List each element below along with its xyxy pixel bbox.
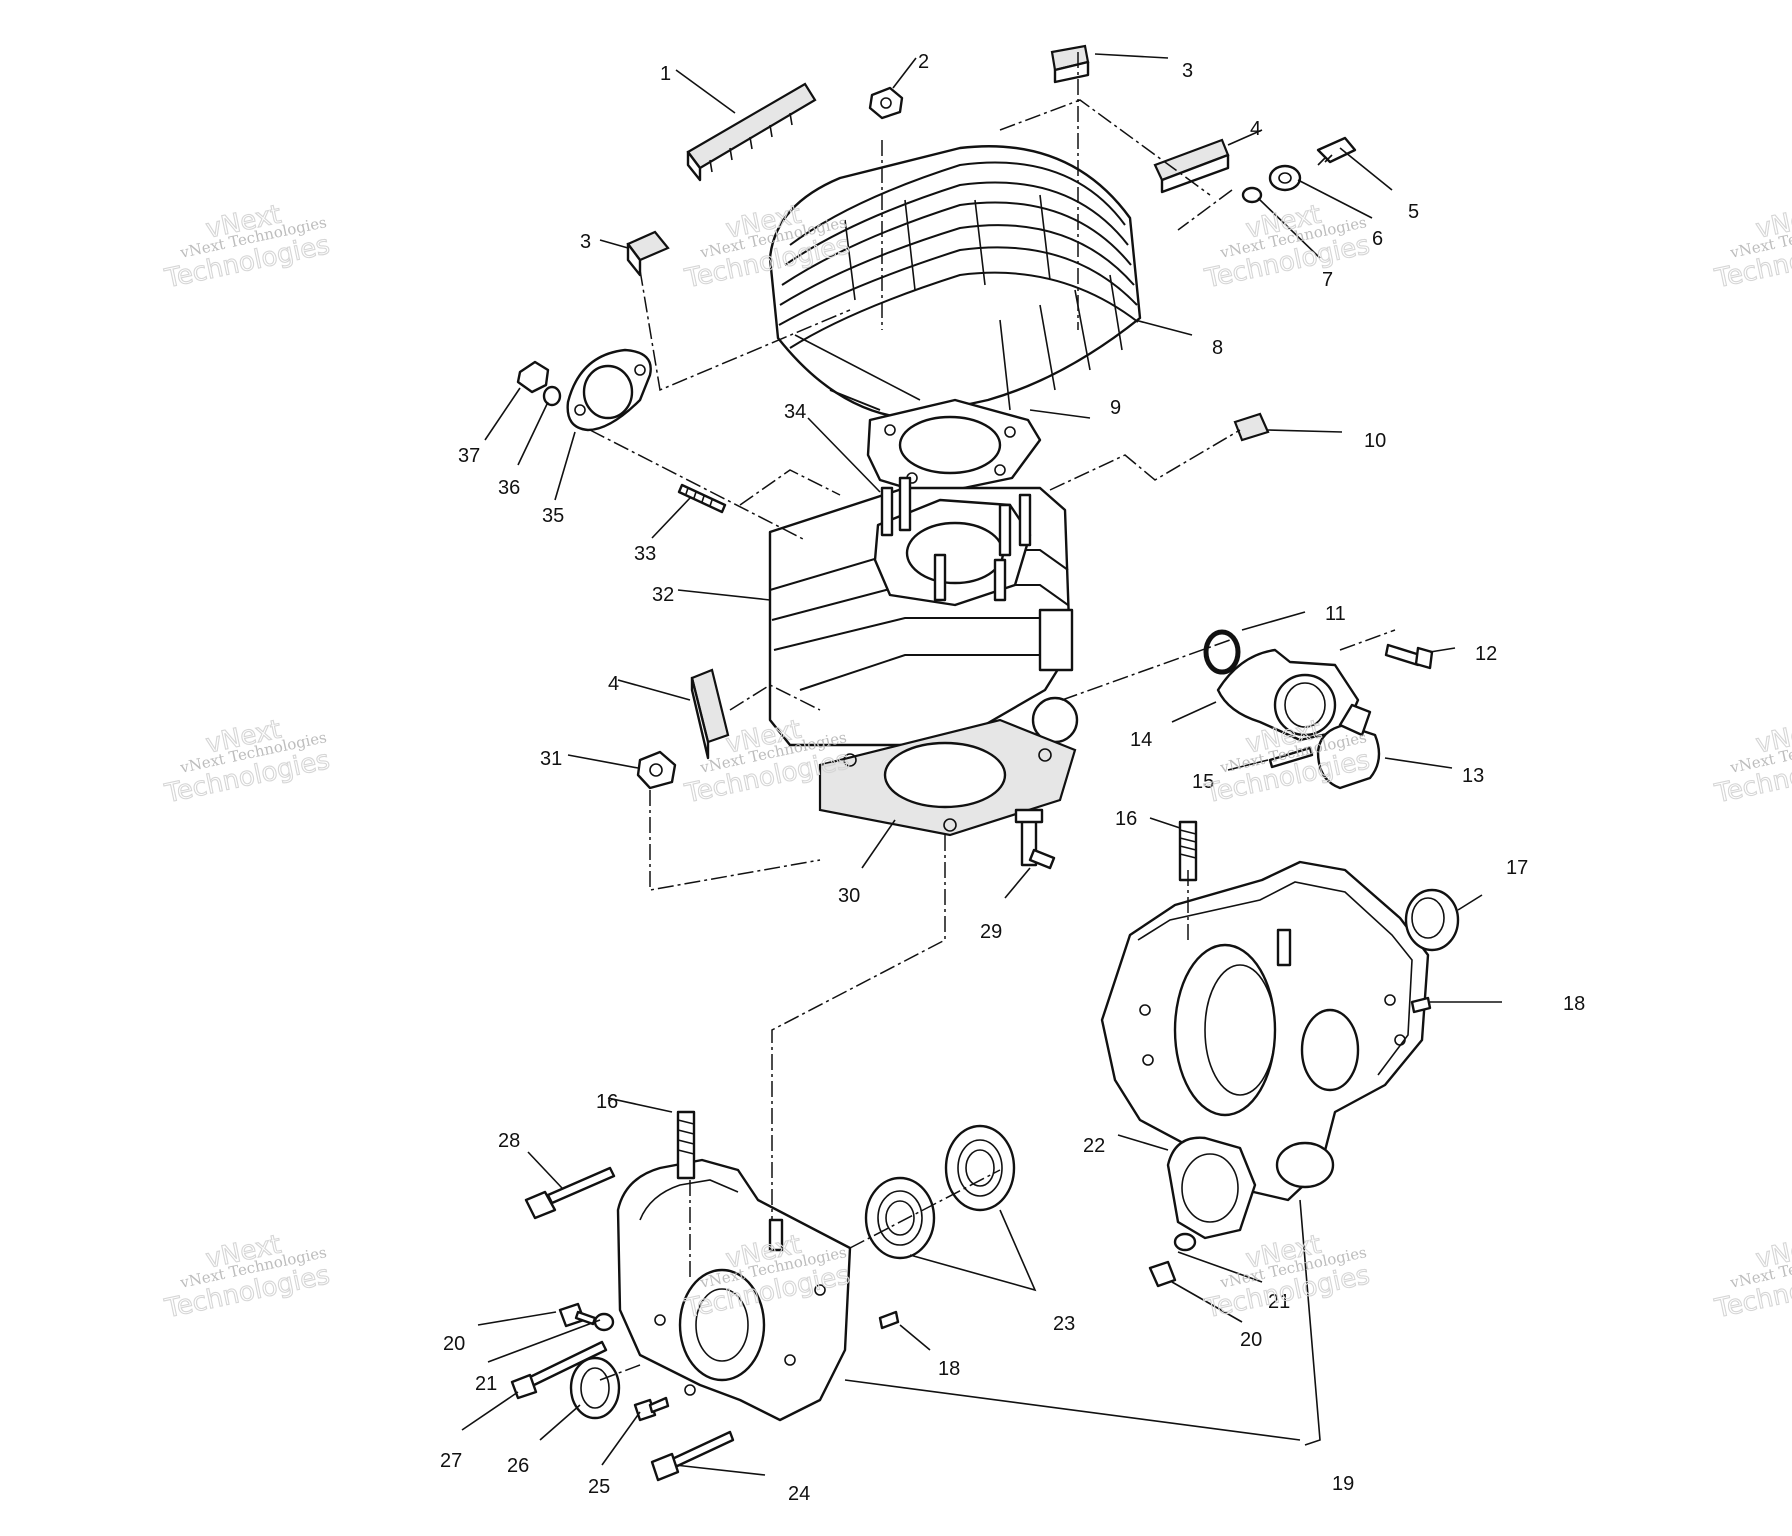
intake-screw xyxy=(1268,746,1314,769)
washer-21-right xyxy=(1173,1232,1197,1252)
callout-9: 9 xyxy=(1110,397,1121,419)
stud-16-left xyxy=(676,1110,696,1180)
cylinder xyxy=(768,476,1079,747)
callout-37: 37 xyxy=(458,445,480,467)
watermark-4: vNext vNext Technologies Technologies xyxy=(1711,199,1792,295)
bearing-23a xyxy=(864,1176,936,1260)
callout-4a: 4 xyxy=(1250,118,1261,140)
o-ring xyxy=(1203,629,1241,675)
callout-34: 34 xyxy=(784,401,806,423)
bearing-23b xyxy=(944,1124,1016,1212)
callout-20-left: 20 xyxy=(443,1333,465,1355)
rubber-block-3a xyxy=(1050,44,1090,84)
rubber-block-3b xyxy=(626,230,670,277)
center-lines xyxy=(589,52,1396,1381)
callout-8: 8 xyxy=(1212,337,1223,359)
crankcase-right xyxy=(1100,860,1430,1202)
dowel-pin-18-left xyxy=(878,1310,900,1330)
callout-36: 36 xyxy=(498,477,520,499)
washer-21-left xyxy=(593,1312,615,1332)
callout-16-right: 16 xyxy=(1115,808,1137,830)
watermark-1: vNext vNext Technologies Technologies xyxy=(161,199,333,295)
callout-11: 11 xyxy=(1325,603,1346,625)
exhaust-gasket xyxy=(566,348,652,432)
oil-seal-17 xyxy=(1404,888,1460,952)
callout-13: 13 xyxy=(1462,765,1484,787)
callout-1: 1 xyxy=(660,63,671,85)
watermark-3: vNext vNext Technologies Technologies xyxy=(1201,199,1373,295)
bolt-24 xyxy=(650,1430,735,1482)
callout-21-left: 21 xyxy=(475,1373,497,1395)
rubber-strip-4a xyxy=(1153,138,1230,194)
callout-4b: 4 xyxy=(608,673,619,695)
cylinder-base-nut xyxy=(636,750,677,790)
intake-manifold xyxy=(1216,648,1360,742)
callout-31: 31 xyxy=(540,748,562,770)
stud-16-right xyxy=(1178,820,1198,882)
watermark-12: vNext vNext Technologies Technologies xyxy=(1711,1229,1792,1325)
reed-cover xyxy=(1316,703,1381,790)
spark-plug-nut xyxy=(868,86,904,120)
exhaust-washer xyxy=(542,385,562,407)
callout-24: 24 xyxy=(788,1483,810,1505)
impulse-fitting xyxy=(1014,808,1056,870)
watermark-9: vNext vNext Technologies Technologies xyxy=(161,1229,333,1325)
rubber-block-10 xyxy=(1233,412,1270,442)
dowel-pin-18-right xyxy=(1410,996,1432,1014)
watermark-5: vNext vNext Technologies Technologies xyxy=(161,714,333,810)
washer-6 xyxy=(1268,164,1302,192)
callout-10: 10 xyxy=(1364,430,1386,452)
bolt-20-left xyxy=(558,1302,597,1328)
callout-6: 6 xyxy=(1372,228,1383,250)
watermark-8: vNext vNext Technologies Technologies xyxy=(1711,714,1792,810)
callout-labels: 1 2 3 3 4 4 5 6 7 8 9 10 11 12 13 14 15 … xyxy=(440,51,1585,1505)
head-bolt xyxy=(1316,136,1357,166)
callout-5: 5 xyxy=(1408,201,1419,223)
cylinder-head xyxy=(768,145,1142,420)
callout-3a: 3 xyxy=(1182,60,1193,82)
callout-33: 33 xyxy=(634,543,656,565)
callout-18-right: 18 xyxy=(1563,993,1585,1015)
callout-21-right: 21 xyxy=(1268,1291,1290,1313)
callout-20-right: 20 xyxy=(1240,1329,1262,1351)
callout-27: 27 xyxy=(440,1450,462,1472)
rubber-strip-4b xyxy=(690,668,730,760)
callout-23: 23 xyxy=(1053,1313,1075,1335)
callout-14: 14 xyxy=(1130,729,1152,751)
head-gasket xyxy=(866,398,1042,497)
base-gasket xyxy=(818,718,1077,837)
callout-19: 19 xyxy=(1332,1473,1354,1495)
callout-7: 7 xyxy=(1322,269,1333,291)
screw-25 xyxy=(633,1396,670,1422)
washer-7 xyxy=(1241,186,1263,204)
cover-gasket-22 xyxy=(1166,1136,1257,1240)
callout-22: 22 xyxy=(1083,1135,1105,1157)
callout-2: 2 xyxy=(918,51,929,73)
callout-3b: 3 xyxy=(580,231,591,253)
callout-30: 30 xyxy=(838,885,860,907)
callout-35: 35 xyxy=(542,505,564,527)
callout-28: 28 xyxy=(498,1130,520,1152)
heat-sink-strip-1 xyxy=(686,82,817,182)
watermark-11: vNext vNext Technologies Technologies xyxy=(1201,1229,1373,1325)
callout-29: 29 xyxy=(980,921,1002,943)
callout-18-left: 18 xyxy=(938,1358,960,1380)
bolt-28 xyxy=(524,1166,616,1220)
intake-bolt xyxy=(1384,643,1434,670)
callout-17: 17 xyxy=(1506,857,1528,879)
leader-lines xyxy=(461,53,1502,1476)
callout-32: 32 xyxy=(652,584,674,606)
drain-bolt-20-right xyxy=(1148,1260,1177,1288)
oil-seal-26 xyxy=(569,1356,621,1420)
exhaust-stud xyxy=(677,483,727,514)
callout-12: 12 xyxy=(1475,643,1497,665)
exhaust-nut xyxy=(516,360,550,394)
callout-16-left: 16 xyxy=(596,1091,618,1113)
callout-25: 25 xyxy=(588,1476,610,1498)
callout-15: 15 xyxy=(1192,771,1214,793)
callout-26: 26 xyxy=(507,1455,529,1477)
